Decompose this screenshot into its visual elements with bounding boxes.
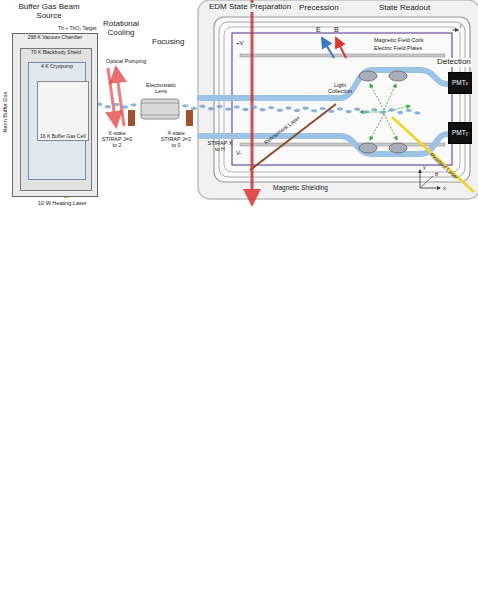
magnetic-field-arrow [336,38,346,58]
annotation-label: X-state STIRAP J=2 to 0 [158,130,194,148]
annotation-label: y [423,164,426,170]
molecule [251,106,257,109]
annotation-label: Optical Pumping [106,58,146,64]
region-label: 298 K Vacuum Chamber [28,35,82,41]
annotation-label: V- [236,150,242,157]
pmt-label: PMT [452,129,466,136]
molecule [414,111,420,114]
annotation-label: Focusing [152,38,184,47]
molecule [363,110,369,113]
annotation-label: Neon Buffer Gas [2,92,8,133]
molecule [285,106,291,109]
pmt-label: PMT [452,79,466,86]
region-label: 4 K Cryopump [41,64,73,70]
stirap-optic [128,110,135,126]
annotation-label: +V [236,40,244,47]
molecule [105,105,111,108]
annotation-label: θ [435,171,438,177]
region-label: 70 K Blackbody Shield [31,50,81,56]
annotation-label: B [334,26,339,34]
annotation-label: Refinement Laser [263,114,301,145]
chamber-box: 16 K Buffer Gas Cell [37,81,89,141]
light-guide [200,70,448,98]
annotation-label: State Readout [378,4,431,13]
chamber-box: 70 K Blackbody Shield 4 K Cryopump 16 K Bu… [20,48,92,191]
molecule [389,108,395,111]
chamber-box: 4 K Cryopump 16 K Buffer Gas Cell [28,62,86,180]
collection-lens [389,143,407,153]
annotation-label: Precession [298,4,340,13]
refinement-laser [250,104,336,170]
annotation-label: Detection [436,58,472,67]
annotation-label: 10 W Heating Laser [38,200,87,206]
readout-laser [392,117,474,192]
annotation-label: Rotational Cooling [100,20,142,38]
molecule [225,107,231,110]
molecule [199,105,205,108]
stirap-optic [186,110,193,126]
cooling-laser [116,68,124,126]
region-label: 16 K Buffer Gas Cell [40,134,86,140]
fluorescence [360,84,410,140]
stirap-laser [251,0,254,204]
molecule [303,107,309,110]
electric-field-arrow [322,38,334,58]
collection-lens [359,71,377,81]
molecule [320,107,326,110]
annotation-label: I [460,23,462,29]
chamber-box: Buffer Gas Beam Source298 K Vacuum Chamb… [12,33,98,197]
molecule [217,105,223,108]
molecule [354,108,360,111]
molecule [208,107,214,110]
molecule [397,111,403,114]
section-heading: Buffer Gas Beam Source [13,3,85,21]
molecule [260,108,266,111]
annotation-label: Light Collection [324,82,356,94]
electric-field-plate [240,143,445,146]
electrostatic-lens [141,99,179,119]
cooling-laser [108,68,116,126]
annotation-label: x [443,185,446,191]
molecule [328,109,334,112]
molecule [268,106,274,109]
current-arrow [452,30,458,31]
annotation-label: STIRAP X to H [205,140,235,152]
annotation-label: Readout Laser [429,152,460,181]
molecule [311,109,317,112]
pmt-subscript: x [466,82,468,87]
molecule [371,108,377,111]
molecule [131,103,137,106]
annotation-label: E [316,26,321,34]
molecule [337,107,343,110]
pmt-box: PMTy [448,122,472,144]
molecule [122,105,128,108]
collection-lens [389,71,407,81]
axis [420,188,440,189]
molecule [242,108,248,111]
annotation-label: X-state STIRAP J=0 to 2 [99,130,135,148]
axis [420,170,421,188]
annotation-label: Electrostatic Lens [142,82,180,94]
vacuum-chamber [198,0,478,199]
collection-lens [359,143,377,153]
molecule [234,105,240,108]
molecule [380,111,386,114]
annotation-label: EDM State Preparation [208,3,292,12]
molecule [346,110,352,113]
molecule [294,109,300,112]
annotation-label: Magnetic Field Coils [374,37,424,43]
electric-field-plate [240,54,445,57]
axis [420,176,433,188]
annotation-label: Electric Field Plates [374,45,422,51]
annotation-label: Th + ThO₂ Target [58,26,96,32]
molecule [406,109,412,112]
annotation-label: Magnetic Shielding [272,184,329,191]
pmt-box: PMTx [448,72,472,94]
molecule [277,108,283,111]
molecule [113,103,119,106]
pmt-subscript: y [466,132,468,137]
molecule [182,104,188,107]
molecule [191,107,197,110]
